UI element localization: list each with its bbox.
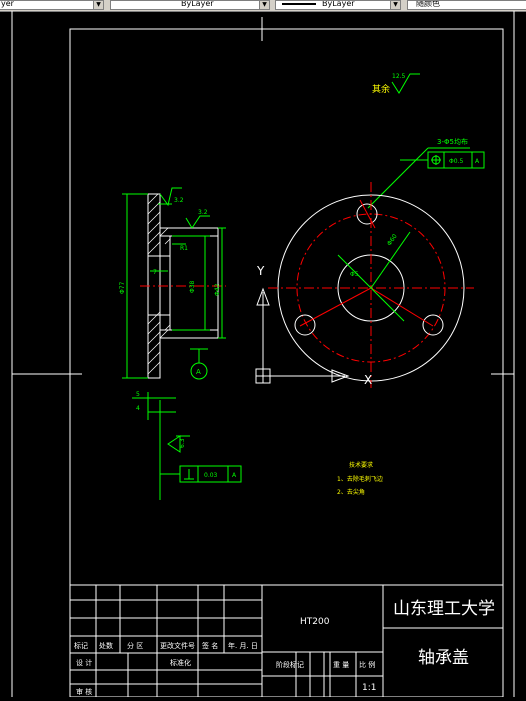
svg-text:7: 7: [153, 269, 157, 276]
svg-text:3.2: 3.2: [198, 209, 208, 216]
svg-text:分 区: 分 区: [127, 641, 143, 650]
chevron-down-icon[interactable]: ▼: [259, 1, 269, 9]
properties-toolbar: yer▼ ByLayer▼ ByLayer▼ 随颜色: [0, 0, 526, 12]
svg-text:4: 4: [136, 405, 140, 412]
svg-text:标记: 标记: [74, 641, 88, 650]
datum-a: A: [190, 348, 208, 380]
section-dimensions: [122, 193, 226, 500]
plotstyle-combo[interactable]: 随颜色: [407, 0, 526, 10]
svg-text:A: A: [475, 158, 480, 165]
title-block-text: HT200 山东理工大学 轴承盖 标记 处数 分 区 更改文件号 签 名 年. …: [74, 599, 495, 696]
svg-text:山东理工大学: 山东理工大学: [393, 599, 495, 619]
perpendicularity-tolerance: 0.03 A: [160, 465, 242, 483]
svg-text:Φ42: Φ42: [214, 283, 221, 296]
linetype-preview: [282, 3, 316, 5]
holes-callout: 3-Φ5均布 Φ0.5 A: [367, 137, 485, 209]
chevron-down-icon[interactable]: ▼: [390, 1, 400, 9]
title-block: [69, 584, 504, 698]
svg-text:年. 月. 日: 年. 月. 日: [228, 641, 258, 650]
roughness-remaining: 其余 12.5: [372, 73, 420, 95]
chevron-down-icon[interactable]: ▼: [93, 1, 103, 9]
ucs-icon: Y X: [255, 264, 372, 387]
svg-text:处数: 处数: [99, 641, 113, 650]
svg-text:比 例: 比 例: [359, 660, 375, 669]
svg-text:Φ38: Φ38: [189, 280, 196, 293]
svg-text:0.03: 0.03: [204, 472, 218, 479]
layer-combo[interactable]: yer▼: [0, 0, 104, 10]
svg-text:1:1: 1:1: [362, 683, 376, 693]
svg-text:3-Φ5均布: 3-Φ5均布: [437, 137, 468, 146]
svg-text:阶段标记: 阶段标记: [276, 660, 304, 669]
svg-text:Φ77: Φ77: [119, 281, 126, 294]
svg-text:标准化: 标准化: [170, 658, 191, 667]
svg-text:其余: 其余: [372, 83, 390, 95]
svg-text:更改文件号: 更改文件号: [160, 641, 195, 650]
svg-text:技术要求: 技术要求: [349, 461, 373, 469]
section-dimension-text: Φ77 Φ38 Φ42 R1 7 5 4: [119, 245, 221, 412]
section-roughness: 3.2 3.2 6.3: [159, 187, 210, 453]
svg-text:X: X: [364, 373, 372, 387]
svg-text:设 计: 设 计: [76, 658, 92, 667]
svg-text:2、去尖角: 2、去尖角: [337, 488, 365, 496]
svg-text:重 量: 重 量: [333, 661, 349, 669]
svg-text:签 名: 签 名: [202, 641, 218, 650]
svg-text:6.3: 6.3: [179, 438, 186, 448]
svg-text:A: A: [196, 368, 201, 376]
svg-text:12.5: 12.5: [392, 73, 406, 80]
svg-text:轴承盖: 轴承盖: [418, 648, 469, 668]
svg-text:Φ0.5: Φ0.5: [449, 158, 463, 165]
svg-text:审 核: 审 核: [76, 687, 92, 696]
technical-requirements: 技术要求 1、去除毛刺飞边 2、去尖角: [337, 461, 383, 496]
svg-text:1、去除毛刺飞边: 1、去除毛刺飞边: [337, 475, 383, 483]
svg-text:Φ5: Φ5: [350, 271, 359, 278]
svg-text:R1: R1: [180, 245, 188, 252]
color-combo[interactable]: ByLayer▼: [110, 0, 270, 10]
svg-text:5: 5: [136, 391, 140, 398]
svg-text:3.2: 3.2: [174, 197, 184, 204]
svg-text:A: A: [232, 472, 237, 479]
svg-text:HT200: HT200: [300, 617, 330, 627]
svg-text:Φ60: Φ60: [386, 233, 399, 247]
linetype-combo[interactable]: ByLayer▼: [275, 0, 401, 10]
top-view: Φ60 Φ5: [268, 182, 474, 388]
svg-text:Y: Y: [256, 264, 265, 278]
